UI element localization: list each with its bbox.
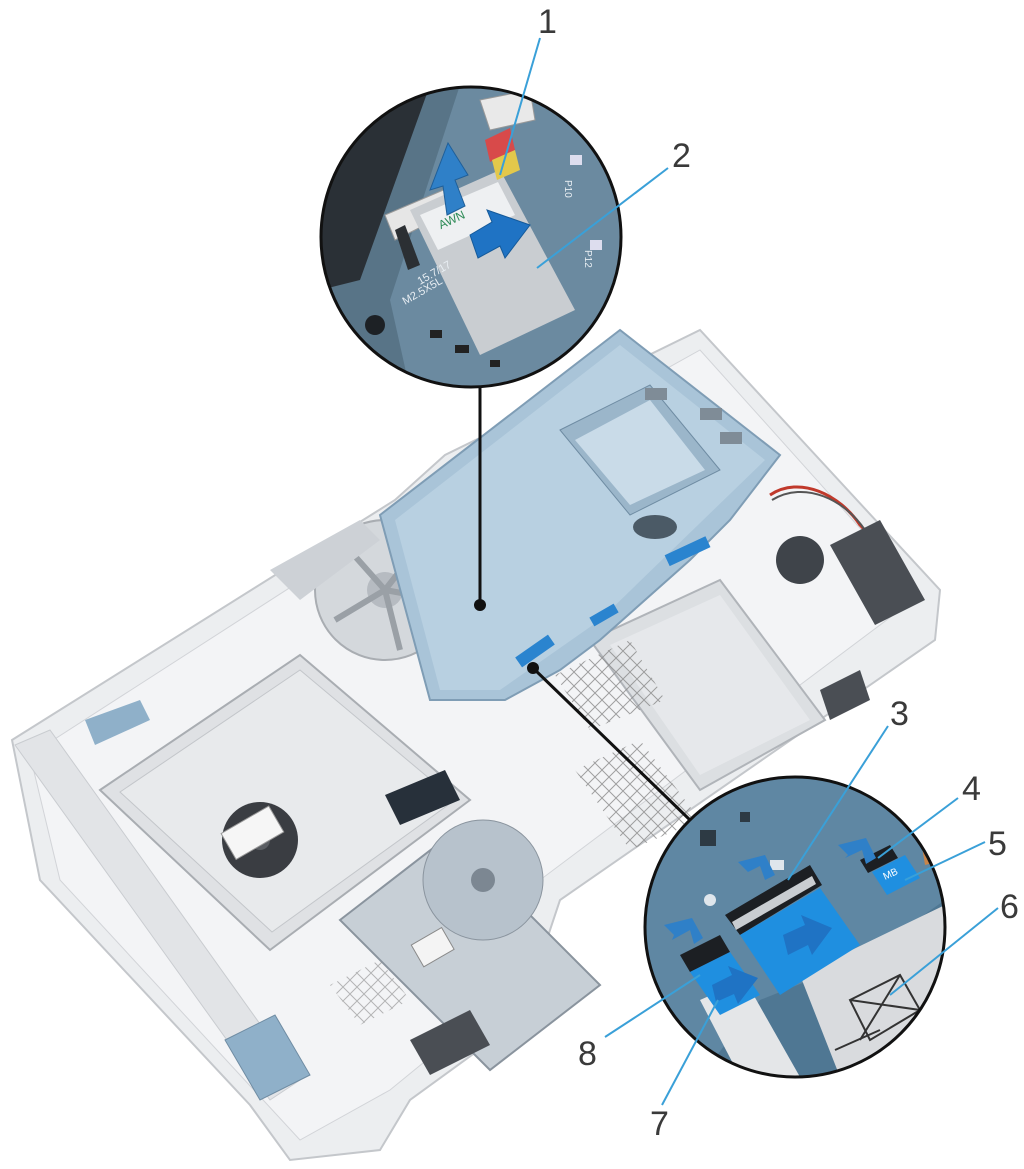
- callout-3: 3: [890, 695, 909, 733]
- hard-drive: [338, 819, 602, 1072]
- callout-8: 8: [578, 1035, 597, 1073]
- speaker: [410, 520, 925, 1075]
- hard-drive-bracket: [98, 653, 472, 952]
- pull-arrow-icon: [469, 209, 531, 259]
- lift-arrow-icon: [429, 141, 469, 216]
- callout-6: 6: [1000, 888, 1019, 926]
- zoom-detail-top: AWN M2.5X5L 15.7/17 P10 P12: [319, 85, 623, 389]
- callout-5: 5: [988, 825, 1007, 863]
- board-mark-p10: P10: [562, 180, 573, 198]
- lift-arrow-icon-center: [738, 855, 775, 880]
- lift-arrow-icon-left: [664, 918, 703, 944]
- touchpad-bracket: [588, 578, 827, 792]
- callout-7: 7: [650, 1105, 669, 1143]
- lift-arrow-icon-right: [838, 838, 876, 864]
- callout-lines: [499, 37, 999, 1106]
- callout-numbers: 1 2 3 4 5 6 7 8: [538, 3, 1019, 1143]
- zoom-leader-top: [474, 386, 486, 611]
- card-reader: [85, 700, 460, 825]
- pull-arrow-icon-center: [783, 915, 832, 955]
- zoom-leader-bottom: [527, 662, 692, 822]
- board-mark-p12: P12: [582, 250, 593, 268]
- zoom-detail-bottom: MB: [643, 775, 947, 1079]
- callout-4: 4: [962, 770, 981, 808]
- callout-1: 1: [538, 3, 557, 41]
- callout-2: 2: [672, 137, 691, 175]
- pull-arrow-icon-left: [712, 966, 758, 1004]
- io-board: [224, 1014, 311, 1101]
- cable-tape: [330, 640, 700, 1025]
